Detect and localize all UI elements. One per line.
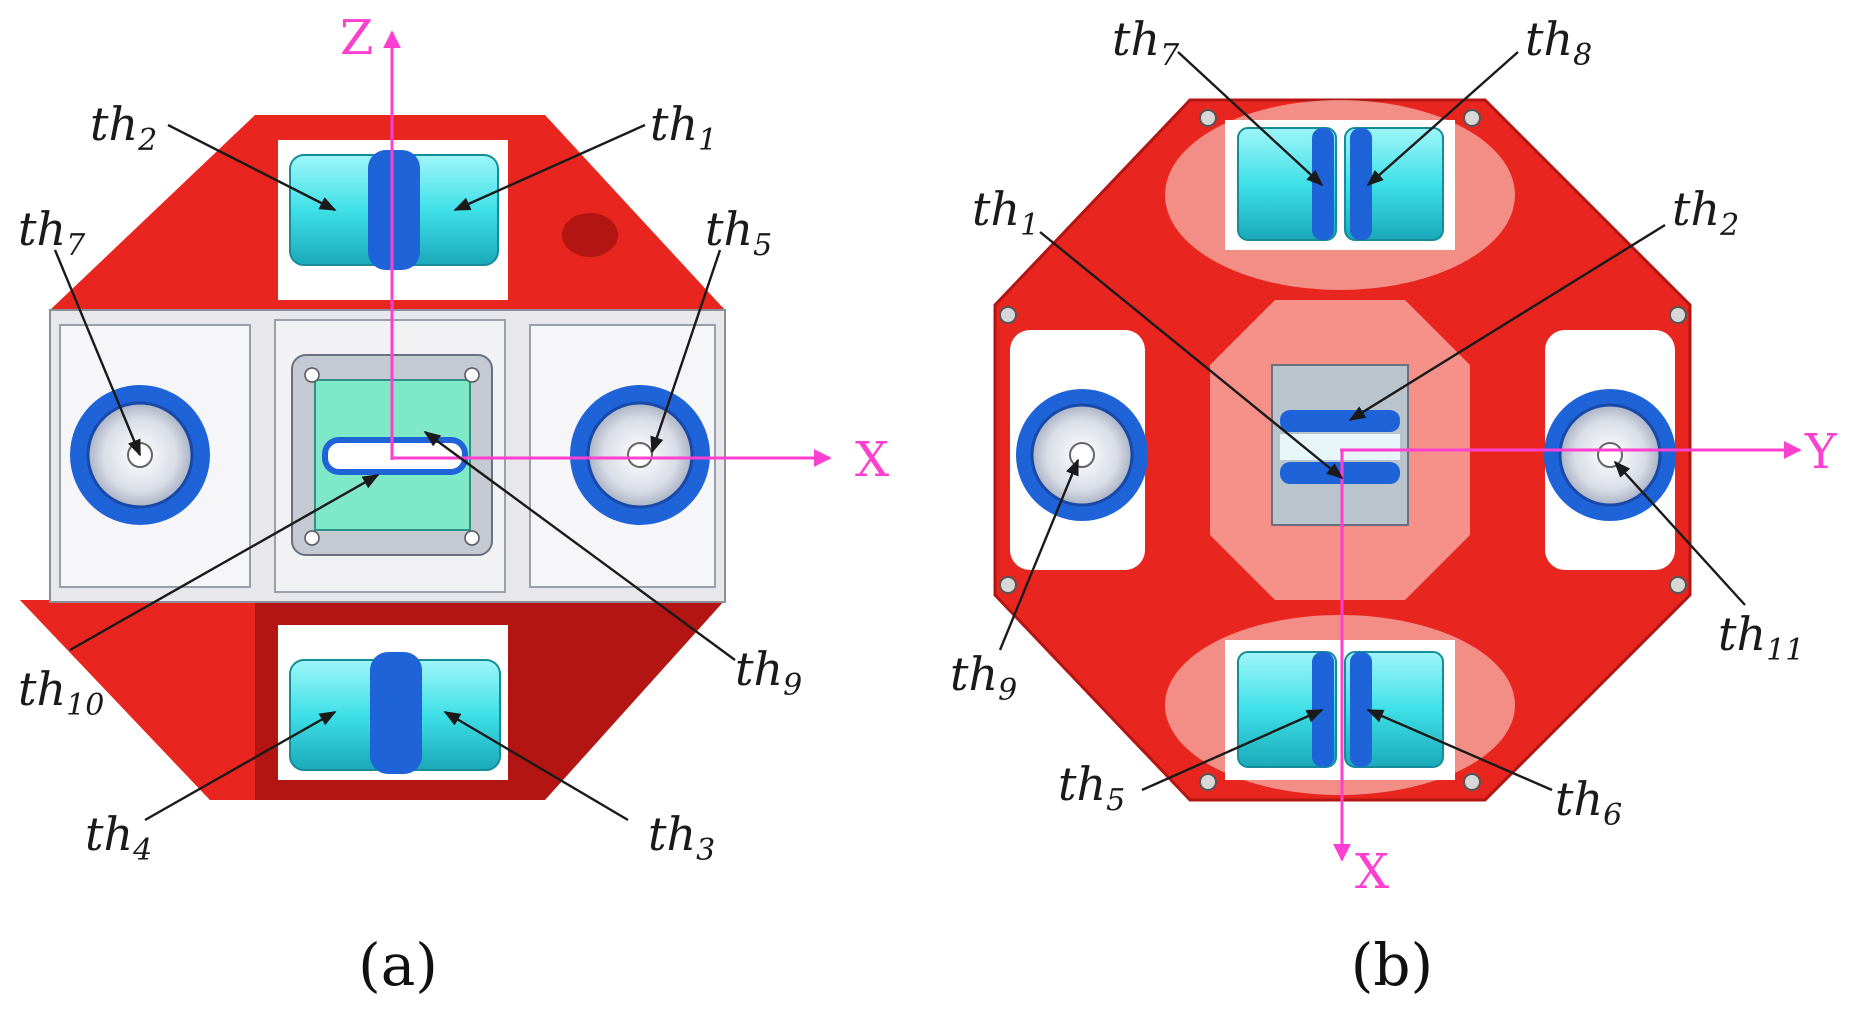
leader-a-th4 [144, 710, 337, 822]
panel-a-bottom-frame-light [20, 600, 255, 800]
leader-b-th2 [1348, 223, 1666, 422]
label-a-th9: th9 [735, 642, 802, 703]
panel-a: Z X th2 th1 th7 th5 th10 th9 th4 th3 (a) [18, 10, 889, 999]
thruster-b-top-nozzle-right [1350, 128, 1372, 240]
leader-b-th6 [1366, 708, 1553, 792]
leader-b-th7 [1177, 51, 1324, 187]
thruster-b-bottom-nozzle-left [1312, 652, 1334, 767]
panel-b-left-fan [1016, 389, 1148, 521]
leader-b-th11 [1613, 460, 1746, 606]
panel-b-y-axis-label: Y [1804, 424, 1838, 480]
leader-a-th1 [453, 123, 646, 212]
label-b-th8: th8 [1525, 12, 1592, 73]
panel-b-right-fan [1544, 389, 1676, 521]
leader-a-th5 [650, 249, 722, 454]
panel-b-center-slot-bottom [1280, 462, 1400, 484]
panel-b-corner-bolts [999, 109, 1687, 791]
label-b-th5: th5 [1058, 757, 1125, 818]
leader-a-th7 [53, 249, 142, 457]
leader-a-th3 [443, 710, 629, 822]
label-b-th1: th1 [972, 182, 1039, 243]
thruster-b-top-nozzle-left [1312, 128, 1334, 240]
panel-a-center-bolts [304, 367, 480, 546]
label-a-th3: th3 [648, 807, 715, 868]
label-a-th1: th1 [650, 97, 717, 158]
thruster-b-bottom-nozzle-right [1350, 652, 1372, 767]
label-b-th11: th11 [1718, 607, 1804, 668]
panel-b-caption: (b) [1351, 931, 1433, 999]
panel-a-center-slot [322, 437, 468, 475]
leader-b-th9 [998, 458, 1080, 651]
leader-b-th5 [1141, 708, 1324, 792]
label-b-th2: th2 [1672, 182, 1739, 243]
label-a-th4: th4 [85, 807, 152, 868]
label-b-th6: th6 [1555, 772, 1622, 833]
panel-b: Y X th7 th8 th1 th2 th9 th11 th5 th6 (b) [950, 12, 1838, 999]
panel-b-center-slot-gap [1280, 434, 1400, 460]
leader-b-th1 [1039, 231, 1344, 480]
label-a-th2: th2 [90, 97, 157, 158]
panel-a-x-axis-label: X [855, 432, 889, 488]
label-a-th5: th5 [705, 202, 772, 263]
panel-a-z-axis-label: Z [340, 10, 373, 66]
panel-a-top-frame-mark [562, 213, 618, 257]
label-a-th7: th7 [18, 202, 86, 263]
panel-a-bottom-frame-mark [150, 650, 206, 694]
thruster-top-nozzle [368, 150, 420, 270]
label-b-th7: th7 [1112, 12, 1180, 73]
panel-b-x-axis-label: X [1355, 844, 1389, 900]
leader-a-th2 [167, 123, 337, 212]
thruster-b-th5-body [1237, 651, 1337, 768]
leader-a-th10 [69, 473, 380, 652]
label-a-th10: th10 [18, 662, 104, 723]
leader-a-th9 [423, 431, 736, 661]
leader-b-th8 [1366, 51, 1519, 187]
panel-a-right-fan [570, 385, 710, 525]
panel-b-center-slot-top [1280, 410, 1400, 432]
thruster-bottom-nozzle [370, 652, 422, 774]
panel-a-caption: (a) [358, 931, 438, 999]
thruster-b-th7-body [1237, 127, 1337, 241]
label-b-th9: th9 [950, 647, 1017, 708]
